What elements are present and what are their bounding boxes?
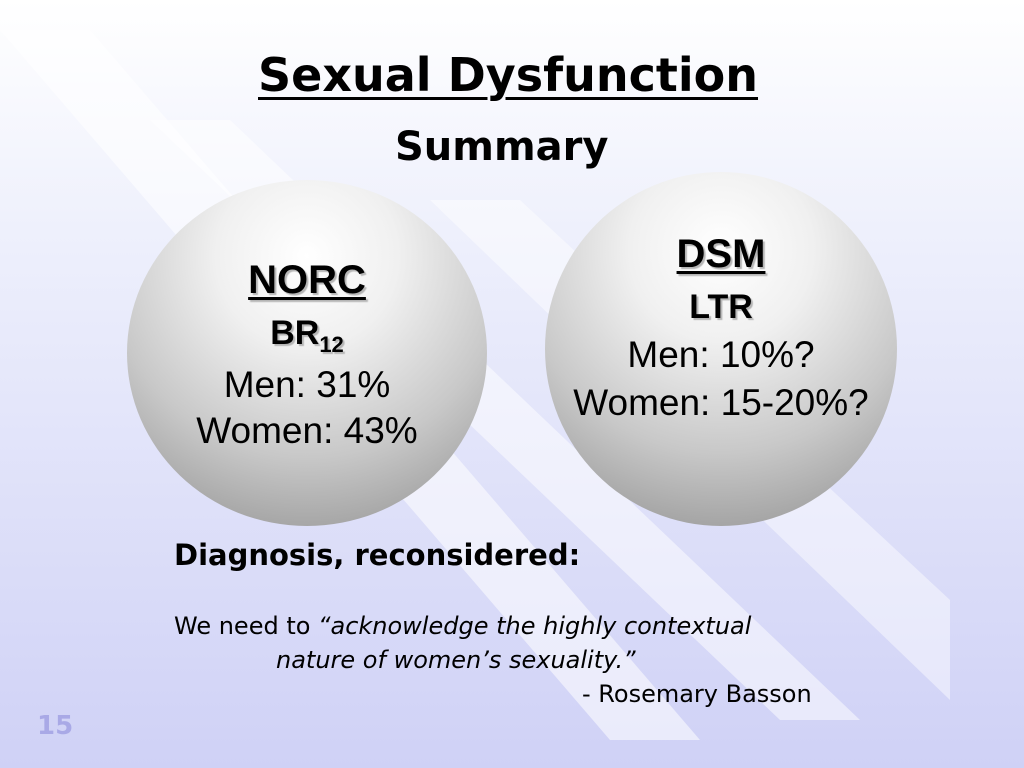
dsm-circle bbox=[545, 172, 897, 526]
norc-heading: NORC bbox=[248, 258, 366, 302]
norc-subheading: BR12 bbox=[270, 314, 344, 357]
diagnosis-heading: Diagnosis, reconsidered: bbox=[174, 538, 581, 572]
slide-number: 15 bbox=[37, 711, 74, 741]
quote-prefix: We need to bbox=[174, 612, 319, 640]
quote-attribution: - Rosemary Basson bbox=[582, 680, 812, 708]
dsm-women-value: Women: 15-20%? bbox=[573, 382, 869, 423]
norc-women-value: Women: 43% bbox=[196, 410, 418, 451]
slide-subtitle: Summary bbox=[395, 124, 609, 170]
norc-men-value: Men: 31% bbox=[223, 364, 391, 405]
dsm-heading-wrap: DSM bbox=[545, 232, 897, 277]
dsm-heading: DSM bbox=[676, 232, 766, 276]
dsm-subheading: LTR bbox=[689, 288, 753, 326]
norc-circle bbox=[127, 180, 487, 526]
quote-line-1: We need to “acknowledge the highly conte… bbox=[174, 612, 751, 640]
quote-text-part1: “acknowledge the highly contextual bbox=[318, 612, 752, 640]
norc-subheading-main: BR bbox=[270, 314, 320, 352]
quote-line-2: nature of women’s sexuality.” bbox=[276, 646, 636, 674]
dsm-men-value: Men: 10%? bbox=[627, 334, 815, 375]
norc-subheading-wrap: BR12 bbox=[127, 314, 487, 358]
norc-subheading-subscript: 12 bbox=[319, 331, 344, 357]
dsm-subheading-wrap: LTR bbox=[545, 288, 897, 327]
norc-heading-wrap: NORC bbox=[127, 258, 487, 303]
slide-title: Sexual Dysfunction bbox=[258, 48, 759, 102]
